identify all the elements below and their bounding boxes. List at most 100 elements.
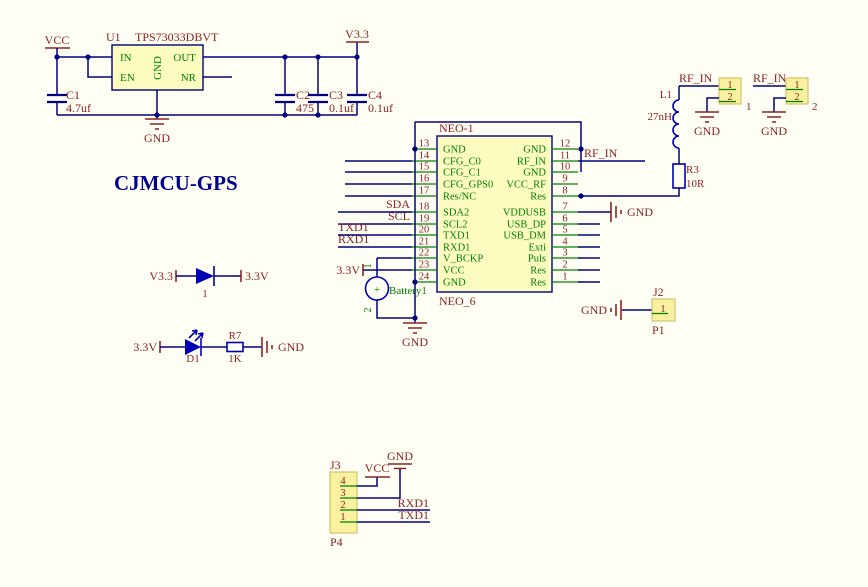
- inductor-l1[interactable]: L1 27nH: [648, 89, 680, 149]
- battery1[interactable]: + 1 2 Battery1: [363, 263, 427, 312]
- ic-left-pin-20-number: 20: [419, 225, 430, 236]
- wire[interactable]: [578, 188, 680, 197]
- connector-j3[interactable]: J3 4 3 2 1 P4: [329, 458, 358, 549]
- power-port-v33-diode[interactable]: V3.3: [149, 269, 177, 283]
- net-label-txd1[interactable]: TXD1: [338, 220, 369, 234]
- 33v-port-label: 3.3V: [245, 269, 269, 283]
- resistor-r3[interactable]: R3 10R: [672, 163, 705, 190]
- power-port-vcc[interactable]: VCC: [45, 33, 70, 49]
- ic-right-pin-7-number: 7: [562, 202, 567, 213]
- capacitor-c1[interactable]: C1 4.7uf: [47, 88, 91, 115]
- ic-left-pin-19-name: SCL2: [443, 220, 468, 231]
- j2-body: [651, 298, 676, 322]
- j2-pin1: 1: [660, 304, 665, 315]
- c3-ref: C3: [329, 88, 343, 102]
- gnd-symbol-j3[interactable]: GND: [387, 449, 413, 470]
- gnd-symbol-led[interactable]: GND: [261, 337, 304, 357]
- net-label-txd1-j3[interactable]: TXD1: [398, 508, 429, 522]
- wire[interactable]: [357, 469, 401, 499]
- diode-designator: 1: [202, 288, 208, 300]
- capacitor-c2[interactable]: C2 475: [275, 88, 314, 115]
- wire[interactable]: [87, 57, 112, 78]
- j3-pin2: 2: [340, 500, 345, 511]
- ic-right-pin-2-name: Res: [530, 266, 546, 277]
- net-label-sda[interactable]: SDA: [386, 197, 410, 211]
- ic-right-pin-1-name: Res: [530, 278, 546, 289]
- ic-right-pin-8-name: Res: [530, 192, 546, 203]
- ic-right-pin-6-name: USB_DP: [507, 220, 546, 231]
- net-label-rxd1-j3[interactable]: RXD1: [398, 496, 429, 510]
- ic-left-pin-15-name: CFG_C1: [443, 168, 481, 179]
- gnd-symbol-ic[interactable]: GND: [402, 322, 428, 349]
- net-label-rxd1[interactable]: RXD1: [338, 232, 369, 246]
- connector-rf1[interactable]: RF_IN 1 2 1: [679, 71, 752, 113]
- gnd-symbol-pin7[interactable]: GND: [610, 202, 653, 222]
- ic-right-pin-8-number: 8: [562, 186, 567, 197]
- wire[interactable]: [706, 97, 719, 112]
- u1-ref: U1: [106, 30, 121, 44]
- ic-right-pin-10-name: GND: [523, 168, 546, 179]
- u1-pin-out: OUT: [173, 52, 196, 64]
- ground-icon: [610, 202, 622, 222]
- ic-left-pin-24-number: 24: [419, 272, 430, 283]
- wire[interactable]: [338, 211, 412, 248]
- rf1-pin1: 1: [727, 80, 732, 91]
- wire[interactable]: [578, 223, 600, 283]
- battery-pin1: 1: [363, 263, 374, 268]
- ic-left-pin-14-number: 14: [419, 151, 430, 162]
- ic-neo[interactable]: NEO-1 NEO_6 13GND14CFG_C015CFG_C116CFG_G…: [412, 121, 578, 308]
- inductor-icon: [672, 99, 680, 149]
- gnd-symbol-u1[interactable]: GND: [144, 118, 170, 145]
- regulator-u1[interactable]: U1 TPS73033DBVT IN EN OUT NR GND: [106, 30, 219, 91]
- ic-right-pin-7-name: VDDUSB: [503, 208, 546, 219]
- wire[interactable]: [345, 160, 412, 197]
- j3-pin4: 4: [340, 476, 346, 487]
- net-label-scl[interactable]: SCL: [388, 209, 410, 223]
- rf1-designator: 1: [746, 101, 752, 113]
- power-port-33v-diode[interactable]: 3.3V: [240, 269, 269, 283]
- diode-1[interactable]: 1: [196, 266, 215, 300]
- c2-value: 475: [296, 101, 314, 115]
- connector-rf2[interactable]: RF_IN 1 2 2: [753, 71, 818, 113]
- ic-right-pin-12-name: GND: [523, 145, 546, 156]
- c1-ref: C1: [66, 88, 80, 102]
- u1-body: [111, 44, 204, 91]
- led-d1[interactable]: D1: [185, 329, 204, 365]
- ic-right-pin-1-number: 1: [562, 272, 567, 283]
- c1-value: 4.7uf: [66, 101, 91, 115]
- net-label-rfin[interactable]: RF_IN: [584, 146, 618, 160]
- power-port-33v-battery[interactable]: 3.3V: [336, 263, 364, 277]
- rf2-pin-lines: [786, 88, 803, 103]
- gnd-symbol-j2[interactable]: GND: [581, 300, 622, 320]
- u1-pin-gnd: GND: [152, 56, 164, 80]
- resistor-r7[interactable]: R7 1K: [226, 330, 244, 365]
- capacitor-c4[interactable]: C4 0.1uf: [347, 88, 393, 115]
- ic-right-pin-6-number: 6: [562, 214, 567, 225]
- r3-value: 10R: [686, 178, 705, 190]
- ground-icon: [762, 111, 786, 123]
- led-arrows-icon: [188, 329, 204, 342]
- rf2-net-label: RF_IN: [753, 71, 787, 85]
- capacitor-c3[interactable]: C3 0.1uf: [308, 88, 354, 115]
- c2-ref: C2: [296, 88, 310, 102]
- gnd-label: GND: [627, 205, 653, 219]
- r7-value: 1K: [228, 353, 242, 365]
- power-port-v33-top[interactable]: V3.3: [345, 27, 369, 43]
- wire[interactable]: [376, 300, 415, 319]
- ic-left-pin-16-name: CFG_GPS0: [443, 180, 493, 191]
- ic-left-pin-13-name: GND: [443, 145, 466, 156]
- power-port-vcc-j3[interactable]: VCC: [365, 461, 390, 478]
- resistor-icon: [672, 163, 686, 189]
- connector-j2[interactable]: J2 1 P1: [651, 285, 676, 337]
- ground-icon: [388, 463, 412, 470]
- wire[interactable]: [357, 477, 378, 487]
- ic-right-pin-4-number: 4: [562, 237, 568, 248]
- wire[interactable]: [773, 97, 786, 112]
- power-port-33v-led[interactable]: 3.3V: [133, 340, 161, 354]
- gnd-symbol-rf1[interactable]: GND: [694, 111, 720, 138]
- ground-icon: [610, 300, 622, 320]
- wire[interactable]: [415, 121, 582, 172]
- gnd-symbol-rf2[interactable]: GND: [761, 111, 787, 138]
- ic-left-pin-16-number: 16: [419, 174, 430, 185]
- ic-left-pin-21-number: 21: [419, 237, 430, 248]
